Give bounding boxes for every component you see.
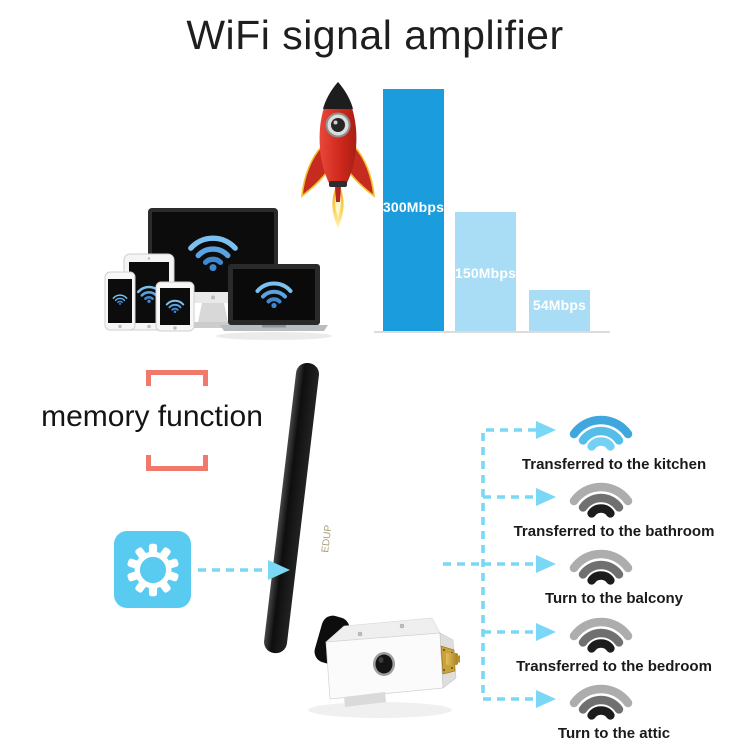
gear-tile	[114, 531, 191, 608]
chart-baseline	[374, 331, 610, 333]
screw	[399, 623, 405, 629]
wifi-gray-icon	[569, 617, 633, 653]
laptop-with-wifi	[216, 264, 332, 340]
connected-devices-illustration	[104, 208, 332, 340]
arrowhead-icon	[536, 623, 556, 641]
wifi-amplifier-device: EDUP	[264, 362, 460, 718]
sma-connector	[440, 645, 460, 675]
phone-with-wifi	[155, 281, 195, 332]
device-shadow	[308, 702, 452, 718]
arrowhead-icon	[536, 421, 556, 439]
amplifier-box	[325, 617, 460, 707]
destination-label-bathroom: Transferred to the bathroom	[513, 523, 715, 540]
arrowhead-icon	[536, 488, 556, 506]
arrowhead-icon	[536, 555, 556, 573]
wifi-gray-icon	[569, 482, 633, 518]
antenna: EDUP	[264, 362, 350, 665]
antenna-brand-text: EDUP	[320, 524, 334, 553]
destination-label-balcony: Turn to the balcony	[544, 590, 684, 607]
destination-label-attic: Turn to the attic	[557, 725, 671, 742]
bar-300mbps: 300Mbps	[383, 89, 444, 331]
destination-label-bedroom: Transferred to the bedroom	[516, 658, 712, 675]
bar-label: 150Mbps	[454, 265, 517, 281]
destination-label-kitchen: Transferred to the kitchen	[521, 456, 707, 473]
gear-icon	[126, 543, 179, 596]
bracket-bottom-decoration	[146, 455, 208, 471]
bar-150mbps: 150Mbps	[455, 212, 516, 331]
wifi-gray-icon	[569, 684, 633, 720]
wifi-gray-icon	[569, 549, 633, 585]
bar-label: 54Mbps	[532, 297, 587, 313]
bar-label: 300Mbps	[382, 199, 445, 215]
memory-function-label: memory function	[41, 400, 263, 433]
bracket-top-decoration	[146, 370, 208, 386]
page-title: WiFi signal amplifier	[186, 12, 564, 58]
phone-with-wifi	[104, 271, 136, 331]
screw	[357, 631, 363, 637]
bar-54mbps: 54Mbps	[529, 290, 590, 331]
wifi-blue-icon	[569, 415, 633, 451]
rocket-icon	[301, 82, 375, 228]
arrowhead-icon	[536, 690, 556, 708]
